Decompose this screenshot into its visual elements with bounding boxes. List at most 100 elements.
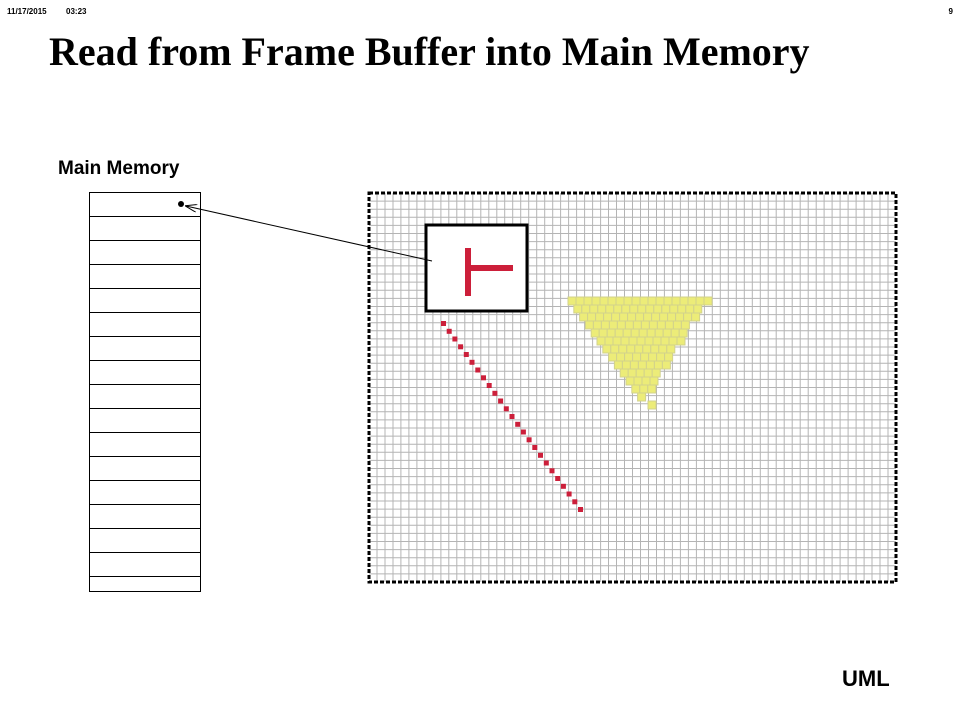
red-pixel <box>441 321 446 326</box>
yellow-pixel <box>647 384 657 394</box>
yellow-pixel <box>675 312 685 322</box>
yellow-pixel <box>613 360 623 370</box>
red-pixel <box>572 499 578 505</box>
yellow-pixel <box>664 320 674 330</box>
yellow-pixel <box>677 304 687 314</box>
yellow-pixel <box>625 376 635 386</box>
yellow-pixel <box>627 312 637 322</box>
yellow-pixel <box>619 312 629 322</box>
yellow-pixel <box>685 304 695 314</box>
red-pixel <box>566 491 572 497</box>
yellow-pixel <box>679 296 689 306</box>
yellow-pixel <box>651 312 661 322</box>
yellow-pixel <box>624 320 634 330</box>
yellow-pixel <box>648 352 658 362</box>
yellow-pixel <box>650 344 660 354</box>
yellow-pixel <box>627 368 637 378</box>
yellow-pixel <box>639 384 649 394</box>
yellow-pixel <box>633 376 643 386</box>
yellow-pixel <box>640 352 650 362</box>
red-pixel <box>498 398 504 404</box>
yellow-pixel <box>618 344 628 354</box>
yellow-pixel <box>611 312 621 322</box>
yellow-pixel <box>654 328 664 338</box>
red-t-horizontal <box>471 265 513 271</box>
yellow-pixel <box>603 312 613 322</box>
red-diagonal-line <box>441 321 583 512</box>
main-memory-label: Main Memory <box>58 158 180 179</box>
yellow-pixel <box>640 320 650 330</box>
yellow-pixel <box>671 296 681 306</box>
red-pixel <box>486 383 492 388</box>
yellow-pixel <box>670 328 680 338</box>
yellow-pixel <box>668 336 678 346</box>
yellow-pixel <box>642 344 652 354</box>
yellow-pixel <box>695 296 705 306</box>
red-pixel <box>578 507 583 512</box>
yellow-pixel <box>622 328 632 338</box>
header-time: 03:23 <box>66 7 87 16</box>
yellow-pixel <box>647 400 657 410</box>
yellow-pixel <box>651 368 661 378</box>
read-arrow-line <box>186 206 433 262</box>
red-pixel <box>526 437 532 443</box>
main-memory-outline <box>89 192 201 592</box>
yellow-pixel <box>656 352 666 362</box>
red-pixel <box>555 476 561 481</box>
yellow-pixel <box>621 304 631 314</box>
yellow-pixel <box>616 352 626 362</box>
yellow-pixel <box>624 352 634 362</box>
yellow-pixel <box>632 352 642 362</box>
yellow-pixel <box>631 384 641 394</box>
yellow-pixel <box>645 304 655 314</box>
yellow-pixel <box>615 296 625 306</box>
yellow-pixel <box>634 344 644 354</box>
yellow-pixel <box>581 304 591 314</box>
yellow-pixel <box>592 320 602 330</box>
yellow-pixel <box>596 336 606 346</box>
yellow-pixel <box>610 344 620 354</box>
yellow-pixel <box>643 368 653 378</box>
yellow-pixel <box>591 296 601 306</box>
red-pixel <box>560 483 566 489</box>
yellow-pixel <box>691 312 701 322</box>
yellow-triangle <box>567 296 713 410</box>
yellow-pixel <box>608 352 618 362</box>
yellow-pixel <box>607 296 617 306</box>
yellow-pixel <box>608 320 618 330</box>
yellow-pixel <box>703 296 713 306</box>
yellow-pixel <box>631 296 641 306</box>
yellow-pixel <box>621 360 631 370</box>
yellow-pixel <box>600 320 610 330</box>
red-t-vertical <box>465 248 471 296</box>
red-pixel <box>458 344 464 350</box>
yellow-pixel <box>605 304 615 314</box>
yellow-pixel <box>647 296 657 306</box>
read-arrow <box>178 201 433 262</box>
red-pixel <box>532 445 538 450</box>
yellow-pixel <box>616 320 626 330</box>
yellow-pixel <box>598 328 608 338</box>
yellow-pixel <box>656 320 666 330</box>
yellow-pixel <box>666 344 676 354</box>
main-memory-column <box>89 192 201 592</box>
yellow-pixel <box>664 352 674 362</box>
yellow-pixel <box>589 304 599 314</box>
yellow-pixel <box>584 320 594 330</box>
yellow-pixel <box>658 344 668 354</box>
yellow-pixel <box>663 296 673 306</box>
footer-label: UML <box>842 666 890 691</box>
yellow-pixel <box>635 368 645 378</box>
yellow-pixel <box>660 336 670 346</box>
red-pixel <box>549 468 555 474</box>
yellow-pixel <box>645 360 655 370</box>
yellow-pixel <box>590 328 600 338</box>
red-pixel <box>481 375 486 381</box>
yellow-pixel <box>653 304 663 314</box>
yellow-pixel <box>636 336 646 346</box>
yellow-pixel <box>597 304 607 314</box>
yellow-pixel <box>629 360 639 370</box>
yellow-pixel <box>641 376 651 386</box>
yellow-pixel <box>579 312 589 322</box>
